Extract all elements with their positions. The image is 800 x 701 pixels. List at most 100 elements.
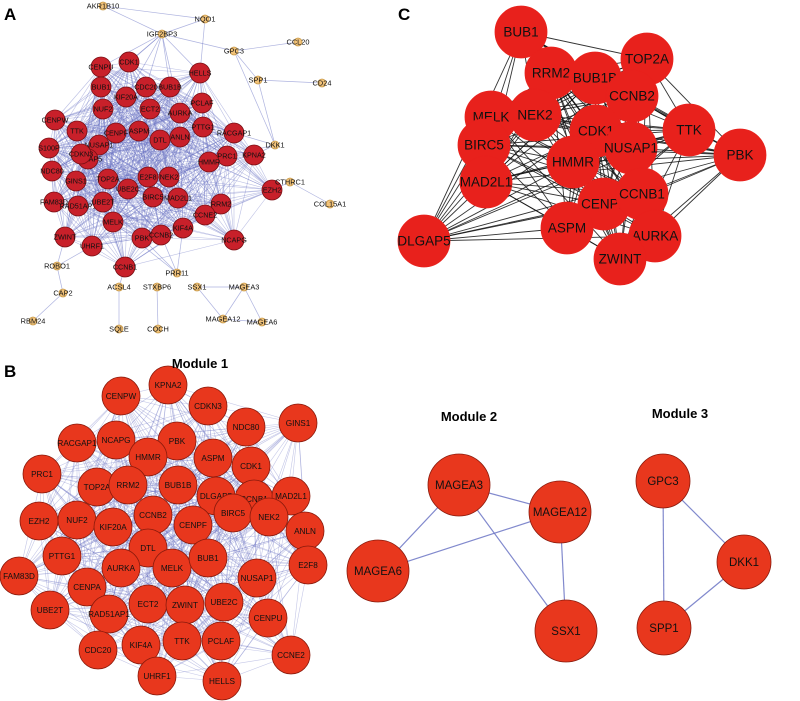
panel-a-node-circle: [128, 120, 150, 142]
module-1-node-ttk: TTK: [162, 621, 202, 661]
module-1-edge: [177, 484, 186, 606]
panel-a-node-circle: [149, 129, 171, 151]
panel-a-edge: [102, 201, 222, 205]
panel-a-edge: [53, 188, 129, 203]
panel-a-node-circle: [115, 86, 137, 108]
panel-c-node-circle: [459, 155, 513, 209]
panel-a-node-label: BUB1B: [158, 83, 182, 92]
panel-c-node-ccnb1: CCNB1: [615, 167, 669, 221]
panel-a-edge: [147, 161, 210, 178]
module-1-node-kif20a: KIF20A: [93, 507, 133, 547]
module-1-node-label: FAM83D: [3, 572, 35, 581]
panel-a-node-circle: [218, 314, 228, 324]
panel-a-node-magea12: MAGEA12: [206, 315, 241, 324]
module-1-node-circle: [101, 376, 141, 416]
panel-a-edge: [149, 108, 235, 134]
panel-a-edge: [112, 139, 161, 223]
module-1-node-circle: [0, 556, 39, 596]
panel-a-edge: [156, 286, 159, 330]
panel-a-node-nek2: NEK2: [158, 166, 180, 188]
module-1-node-label: NUSAP1: [241, 574, 274, 583]
panel-a-node-mad2l1: MAD2L1: [164, 187, 192, 209]
panel-a-edge: [168, 72, 201, 178]
panel-c-node-label: RRM2: [532, 66, 570, 81]
module-1-node-circle: [57, 423, 97, 463]
module-1-node-label: HMMR: [135, 453, 161, 462]
module-3-node-circle: [635, 453, 691, 509]
panel-a-node-label: NEK2: [160, 173, 179, 182]
panel-c-node-circle: [494, 5, 548, 59]
panel-a-node-pclaf: PCLAF: [190, 92, 214, 114]
module-1-node-pttg1: PTTG1: [42, 536, 82, 576]
panel-a-node-robo1: ROBO1: [44, 262, 70, 271]
panel-a-node-circle: [325, 199, 335, 209]
panel-a-node-circle: [81, 235, 103, 257]
panel-a-edge: [53, 130, 78, 203]
panel-a-edge: [102, 130, 140, 203]
panel-a-edge: [98, 144, 179, 199]
panel-a-edge: [159, 139, 222, 205]
panel-a-node-circle: [118, 51, 140, 73]
module-1-node-label: DLGAP5: [200, 492, 233, 501]
module-1-node-circle: [162, 621, 202, 661]
module-3-node-circle: [636, 600, 692, 656]
panel-a-edge: [77, 132, 117, 207]
panel-a-edge: [87, 158, 154, 198]
panel-a-edge: [80, 153, 93, 247]
panel-a-node-gpc3: GPC3: [224, 47, 244, 56]
panel-a-edge: [76, 86, 171, 132]
panel-a-node-ttk: TTK: [66, 120, 88, 142]
panel-a-node-circle: [293, 37, 303, 47]
panel-a-node-magea3: MAGEA3: [229, 283, 260, 292]
module-1-edge: [171, 465, 252, 569]
panel-a-node-sqle: SQLE: [109, 325, 129, 334]
panel-a-node-circle: [92, 191, 114, 213]
panel-a-edge: [102, 5, 163, 35]
panel-a-edge: [182, 161, 210, 229]
panel-a-edge: [168, 86, 171, 178]
module-1-node-circle: [148, 365, 188, 405]
panel-a-node-label: ECT2: [141, 105, 159, 114]
panel-a-node-circle: [198, 151, 220, 173]
module-1-node-aspm: ASPM: [193, 438, 233, 478]
module-1-edge: [184, 604, 292, 656]
panel-a-node-label: TOP2A: [96, 175, 120, 184]
panel-c-node-label: CENPF: [581, 197, 627, 212]
panel-a-edge: [233, 189, 273, 241]
module-1-node-melk: MELK: [152, 548, 192, 588]
panel-a-node-label: MAGEA6: [247, 318, 278, 327]
panel-a-edge: [141, 136, 181, 239]
panel-a-edge: [77, 205, 184, 229]
panel-a-node-kpna2: KPNA2: [242, 144, 266, 166]
panel-a-node-label: RRM2: [211, 200, 231, 209]
panel-a-node-spp1: SPP1: [249, 76, 268, 85]
panel-a-node-circle: [67, 195, 89, 217]
panel-a-edge: [48, 132, 117, 149]
panel-a-edge: [98, 61, 130, 146]
module-1-node-circle: [271, 635, 311, 675]
module-1-node-rad51ap1: RAD51AP1: [88, 594, 130, 634]
panel-a-edge: [177, 126, 204, 199]
panel-a-node-label: PRR11: [165, 269, 188, 278]
panel-a-node-circle: [58, 288, 68, 298]
module-1-node-label: E2F8: [298, 561, 318, 570]
panel-a-node-circle: [54, 226, 76, 248]
panel-a-node-prr11: PRR11: [165, 269, 188, 278]
panel-a-edge: [48, 86, 102, 149]
module-1-node-label: RACGAP1: [57, 439, 97, 448]
panel-a-edge: [102, 108, 149, 178]
panel-a-node-circle: [261, 179, 283, 201]
module-1-node-label: CENPF: [179, 521, 207, 530]
module-1-node-circle: [89, 594, 129, 634]
panel-a-edge: [100, 86, 181, 114]
module-1-node-label: ZWINT: [172, 601, 198, 610]
panel-a-node-circle: [70, 143, 92, 165]
module-3-node-label: GPC3: [647, 476, 678, 488]
panel-a-edge: [102, 139, 161, 203]
panel-a-node-label: MAGEA3: [229, 283, 260, 292]
panel-a-node-label: ROBO1: [44, 262, 70, 271]
module-1-node-label: CCNE2: [277, 651, 305, 660]
panel-c-node-birc5: BIRC5: [457, 118, 511, 172]
panel-c-edge: [572, 154, 741, 163]
panel-a-edge: [124, 188, 129, 268]
